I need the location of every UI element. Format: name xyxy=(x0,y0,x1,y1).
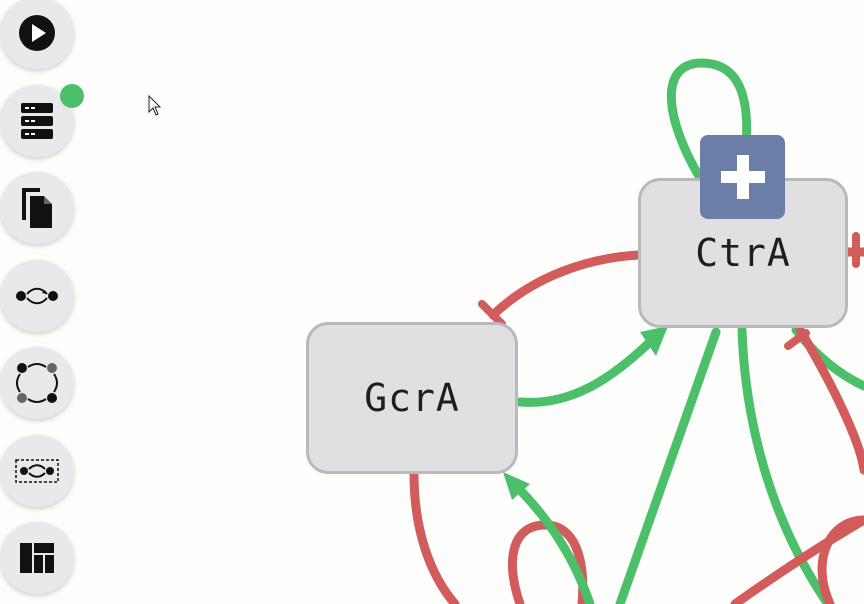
add-regulation-button[interactable] xyxy=(700,135,785,219)
status-indicator xyxy=(60,84,84,108)
node-ctra-label: CtrA xyxy=(695,231,791,275)
edge-ctra-gcra-inhibition-bar xyxy=(478,300,506,328)
selection-button[interactable] xyxy=(0,435,74,507)
edge-ctra-down-red-bar xyxy=(784,329,810,350)
edge-lower-right-red-2[interactable] xyxy=(817,515,864,604)
edge-gcra-down-red[interactable] xyxy=(409,469,460,604)
edge-gcra-ctra-activation[interactable] xyxy=(515,337,655,407)
left-toolbar xyxy=(0,0,84,604)
copy-icon xyxy=(22,188,52,228)
edge-ctra-self-loop[interactable] xyxy=(667,58,752,183)
plus-icon xyxy=(720,155,765,199)
edge-gcra-ctra-arrowhead xyxy=(640,326,668,356)
node-gcra[interactable]: GcrA xyxy=(306,322,518,474)
database-icon xyxy=(21,103,53,139)
database-button[interactable] xyxy=(0,85,74,157)
selection-icon xyxy=(15,459,59,483)
edge-ctra-down-1[interactable] xyxy=(615,327,721,604)
edge-lower-to-gcra-activation[interactable] xyxy=(513,483,595,604)
play-icon xyxy=(19,15,55,51)
node-gcra-label: GcrA xyxy=(364,376,460,420)
node-ctra[interactable]: CtrA xyxy=(638,178,848,328)
play-button[interactable] xyxy=(0,0,74,69)
cycle-button[interactable] xyxy=(0,347,74,419)
files-button[interactable] xyxy=(0,172,74,244)
layout-icon xyxy=(20,543,54,573)
edge-button[interactable] xyxy=(0,260,74,332)
edge-ctra-down-2[interactable] xyxy=(737,325,833,604)
cycle-icon xyxy=(16,363,58,403)
edge-lower-right-red-1[interactable] xyxy=(730,515,864,604)
edge-lower-to-gcra-arrowhead xyxy=(503,472,530,500)
edge-ctra-gcra-inhibition[interactable] xyxy=(488,250,643,320)
edge-icon xyxy=(16,287,58,305)
layout-button[interactable] xyxy=(0,522,74,594)
edge-ctra-down-red[interactable] xyxy=(795,325,864,475)
mouse-cursor-icon xyxy=(148,95,162,116)
